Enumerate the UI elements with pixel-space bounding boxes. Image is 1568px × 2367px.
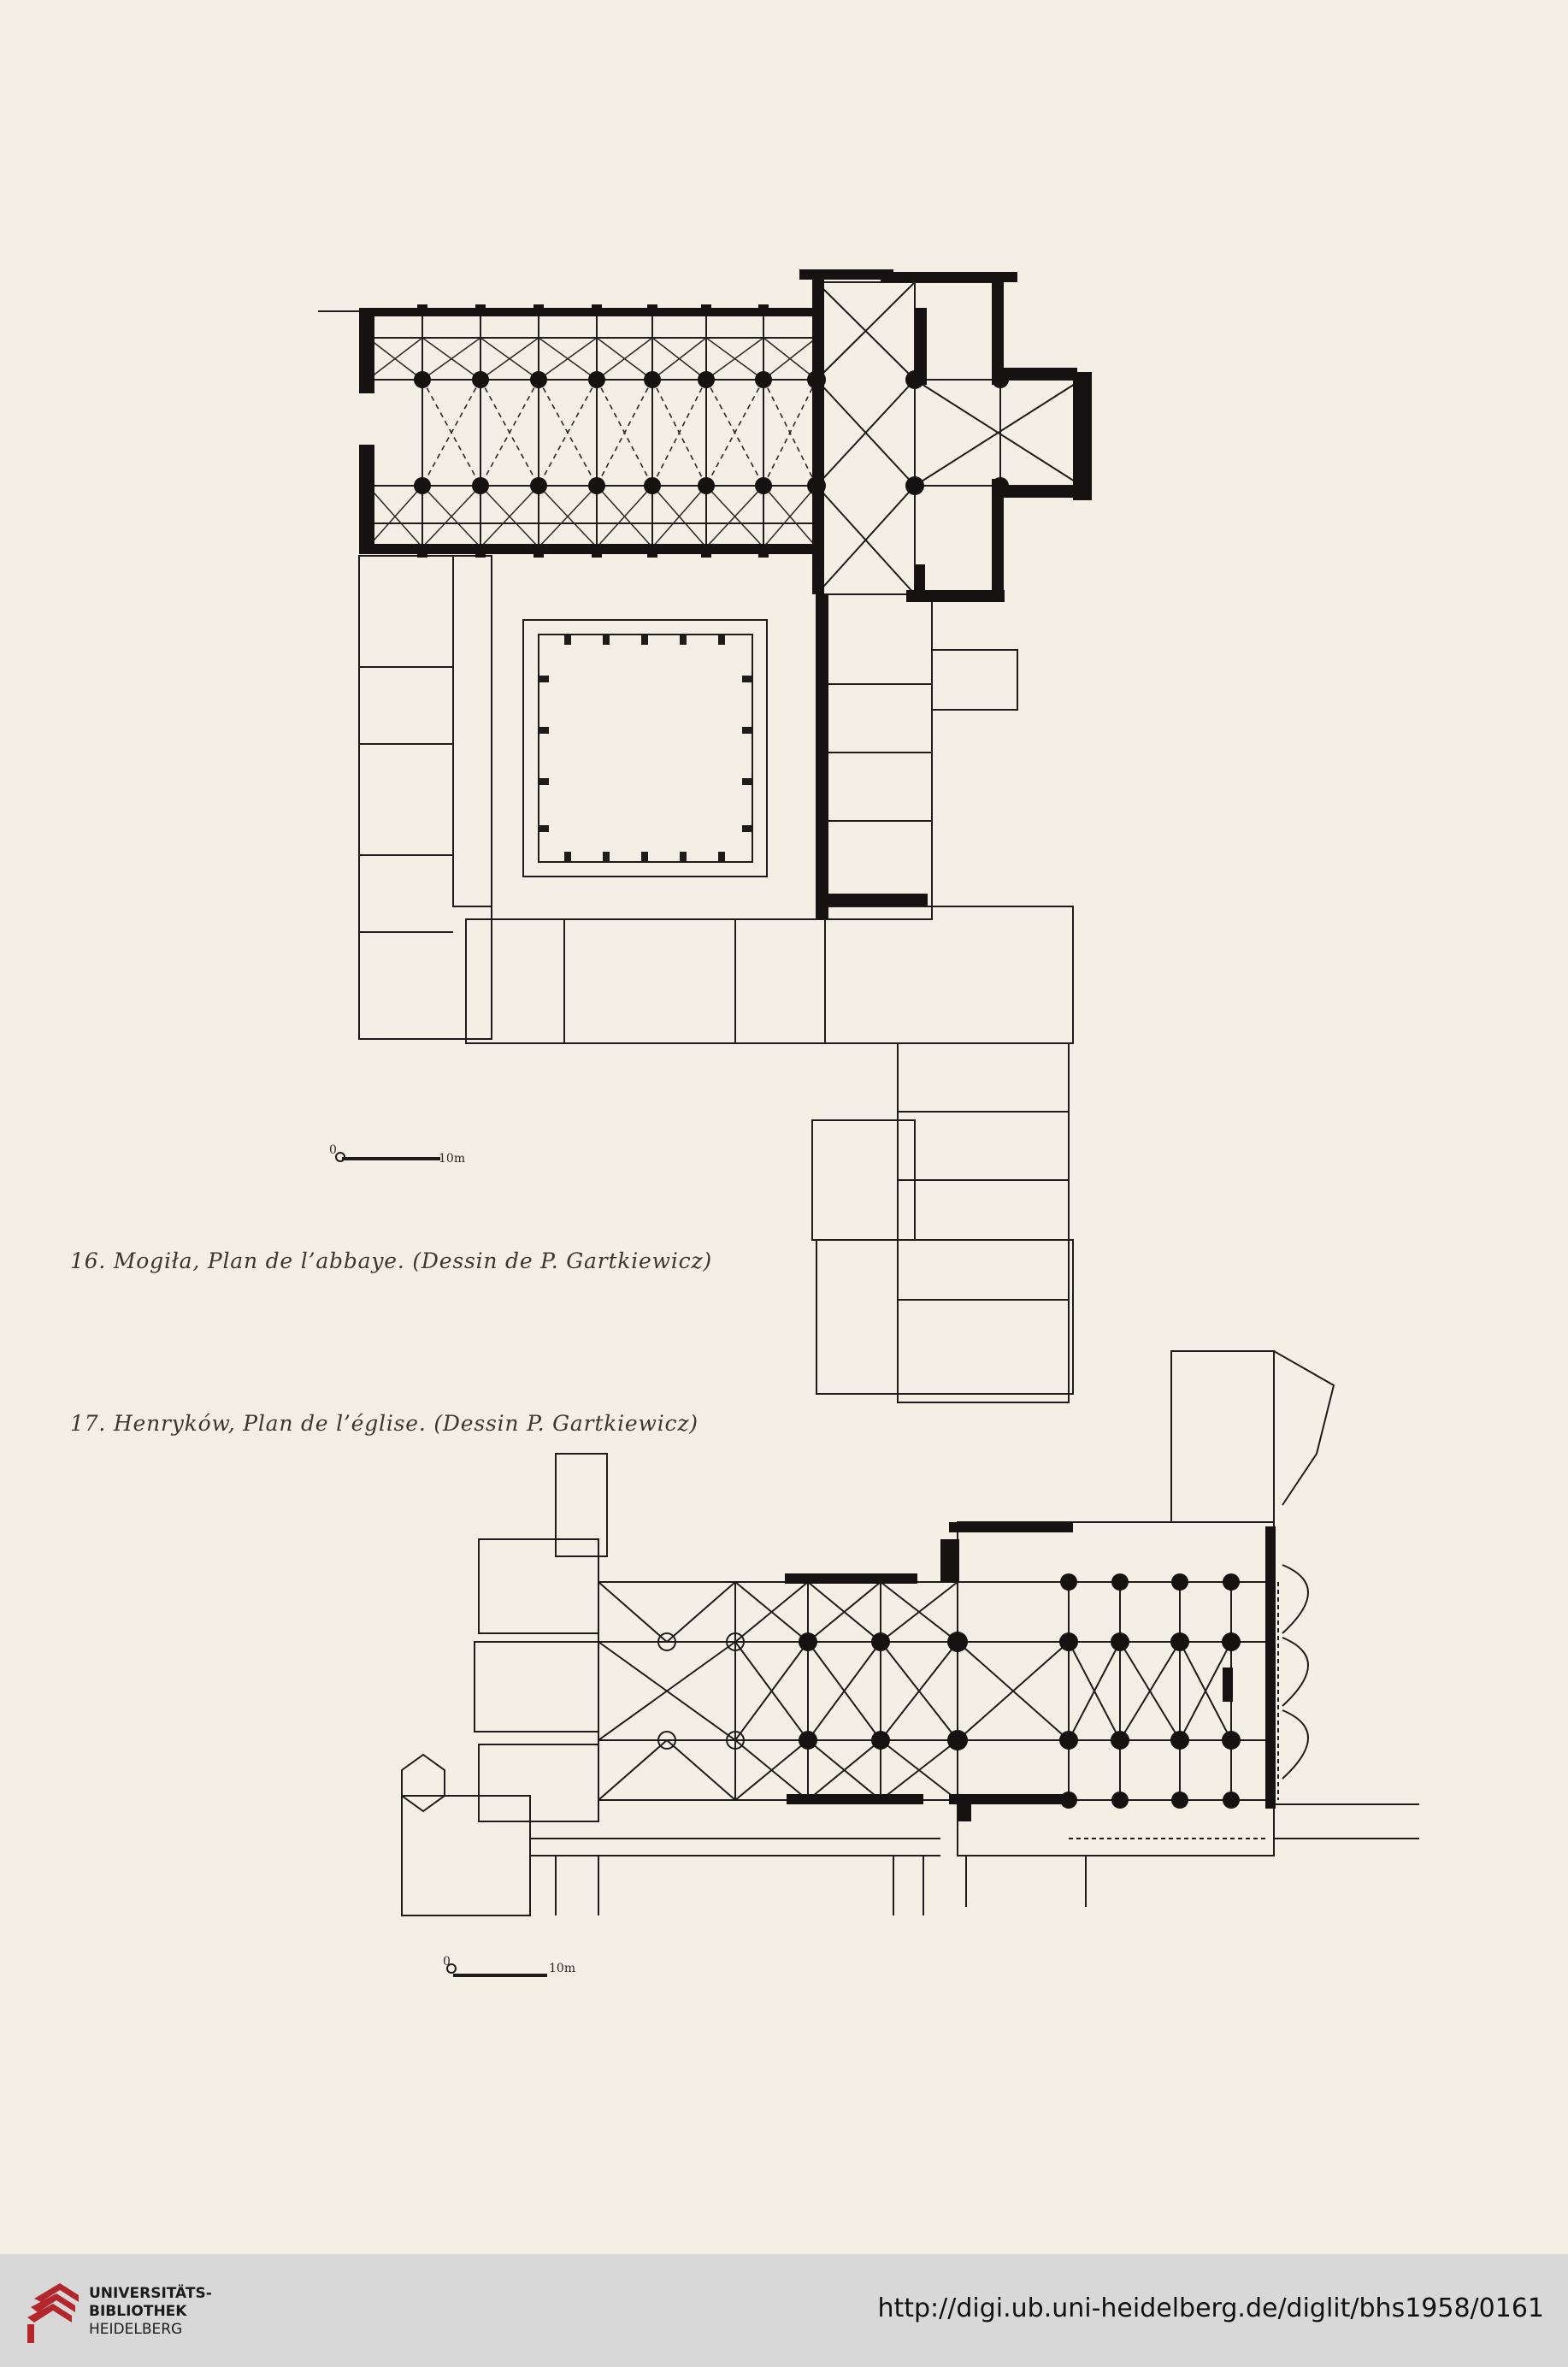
library-line-1: UNIVERSITÄTS- [89, 2285, 212, 2302]
figure-caption-16: 16. Mogiła, Plan de l’abbaye. (Dessin de… [70, 1248, 712, 1273]
library-line-3: HEIDELBERG [89, 2321, 183, 2338]
figure-caption-17: 17. Henryków, Plan de l’église. (Dessin … [70, 1411, 699, 1436]
church-piers [799, 1573, 1241, 1809]
plan-henrykow-church: 0 10m [401, 1350, 1419, 1977]
library-name[interactable]: UNIVERSITÄTS- BIBLIOTHEK HEIDELBERG [89, 2285, 212, 2339]
plan-mogila-abbey: 0 10m [318, 269, 1092, 1403]
scale-bar-fig17: 0 10m [443, 1955, 575, 1977]
scale-max-16: 10m [439, 1152, 465, 1166]
university-library-logo-icon[interactable] [19, 2273, 92, 2350]
source-url-link[interactable]: http://digi.ub.uni-heidelberg.de/diglit/… [877, 2293, 1544, 2323]
scale-bar-fig16: 0 10m [329, 1143, 465, 1166]
architectural-plans: 0 10m [318, 269, 1419, 1977]
library-line-2: BIBLIOTHEK [89, 2303, 187, 2320]
scale-max-17: 10m [549, 1962, 575, 1975]
nave-piers [414, 304, 1009, 558]
scale-zero-17: 0 [443, 1955, 451, 1969]
scanned-page: 0 10m [70, 269, 1419, 1977]
scale-zero-16: 0 [329, 1143, 337, 1157]
digitization-footer: UNIVERSITÄTS- BIBLIOTHEK HEIDELBERG http… [0, 2254, 1568, 2367]
